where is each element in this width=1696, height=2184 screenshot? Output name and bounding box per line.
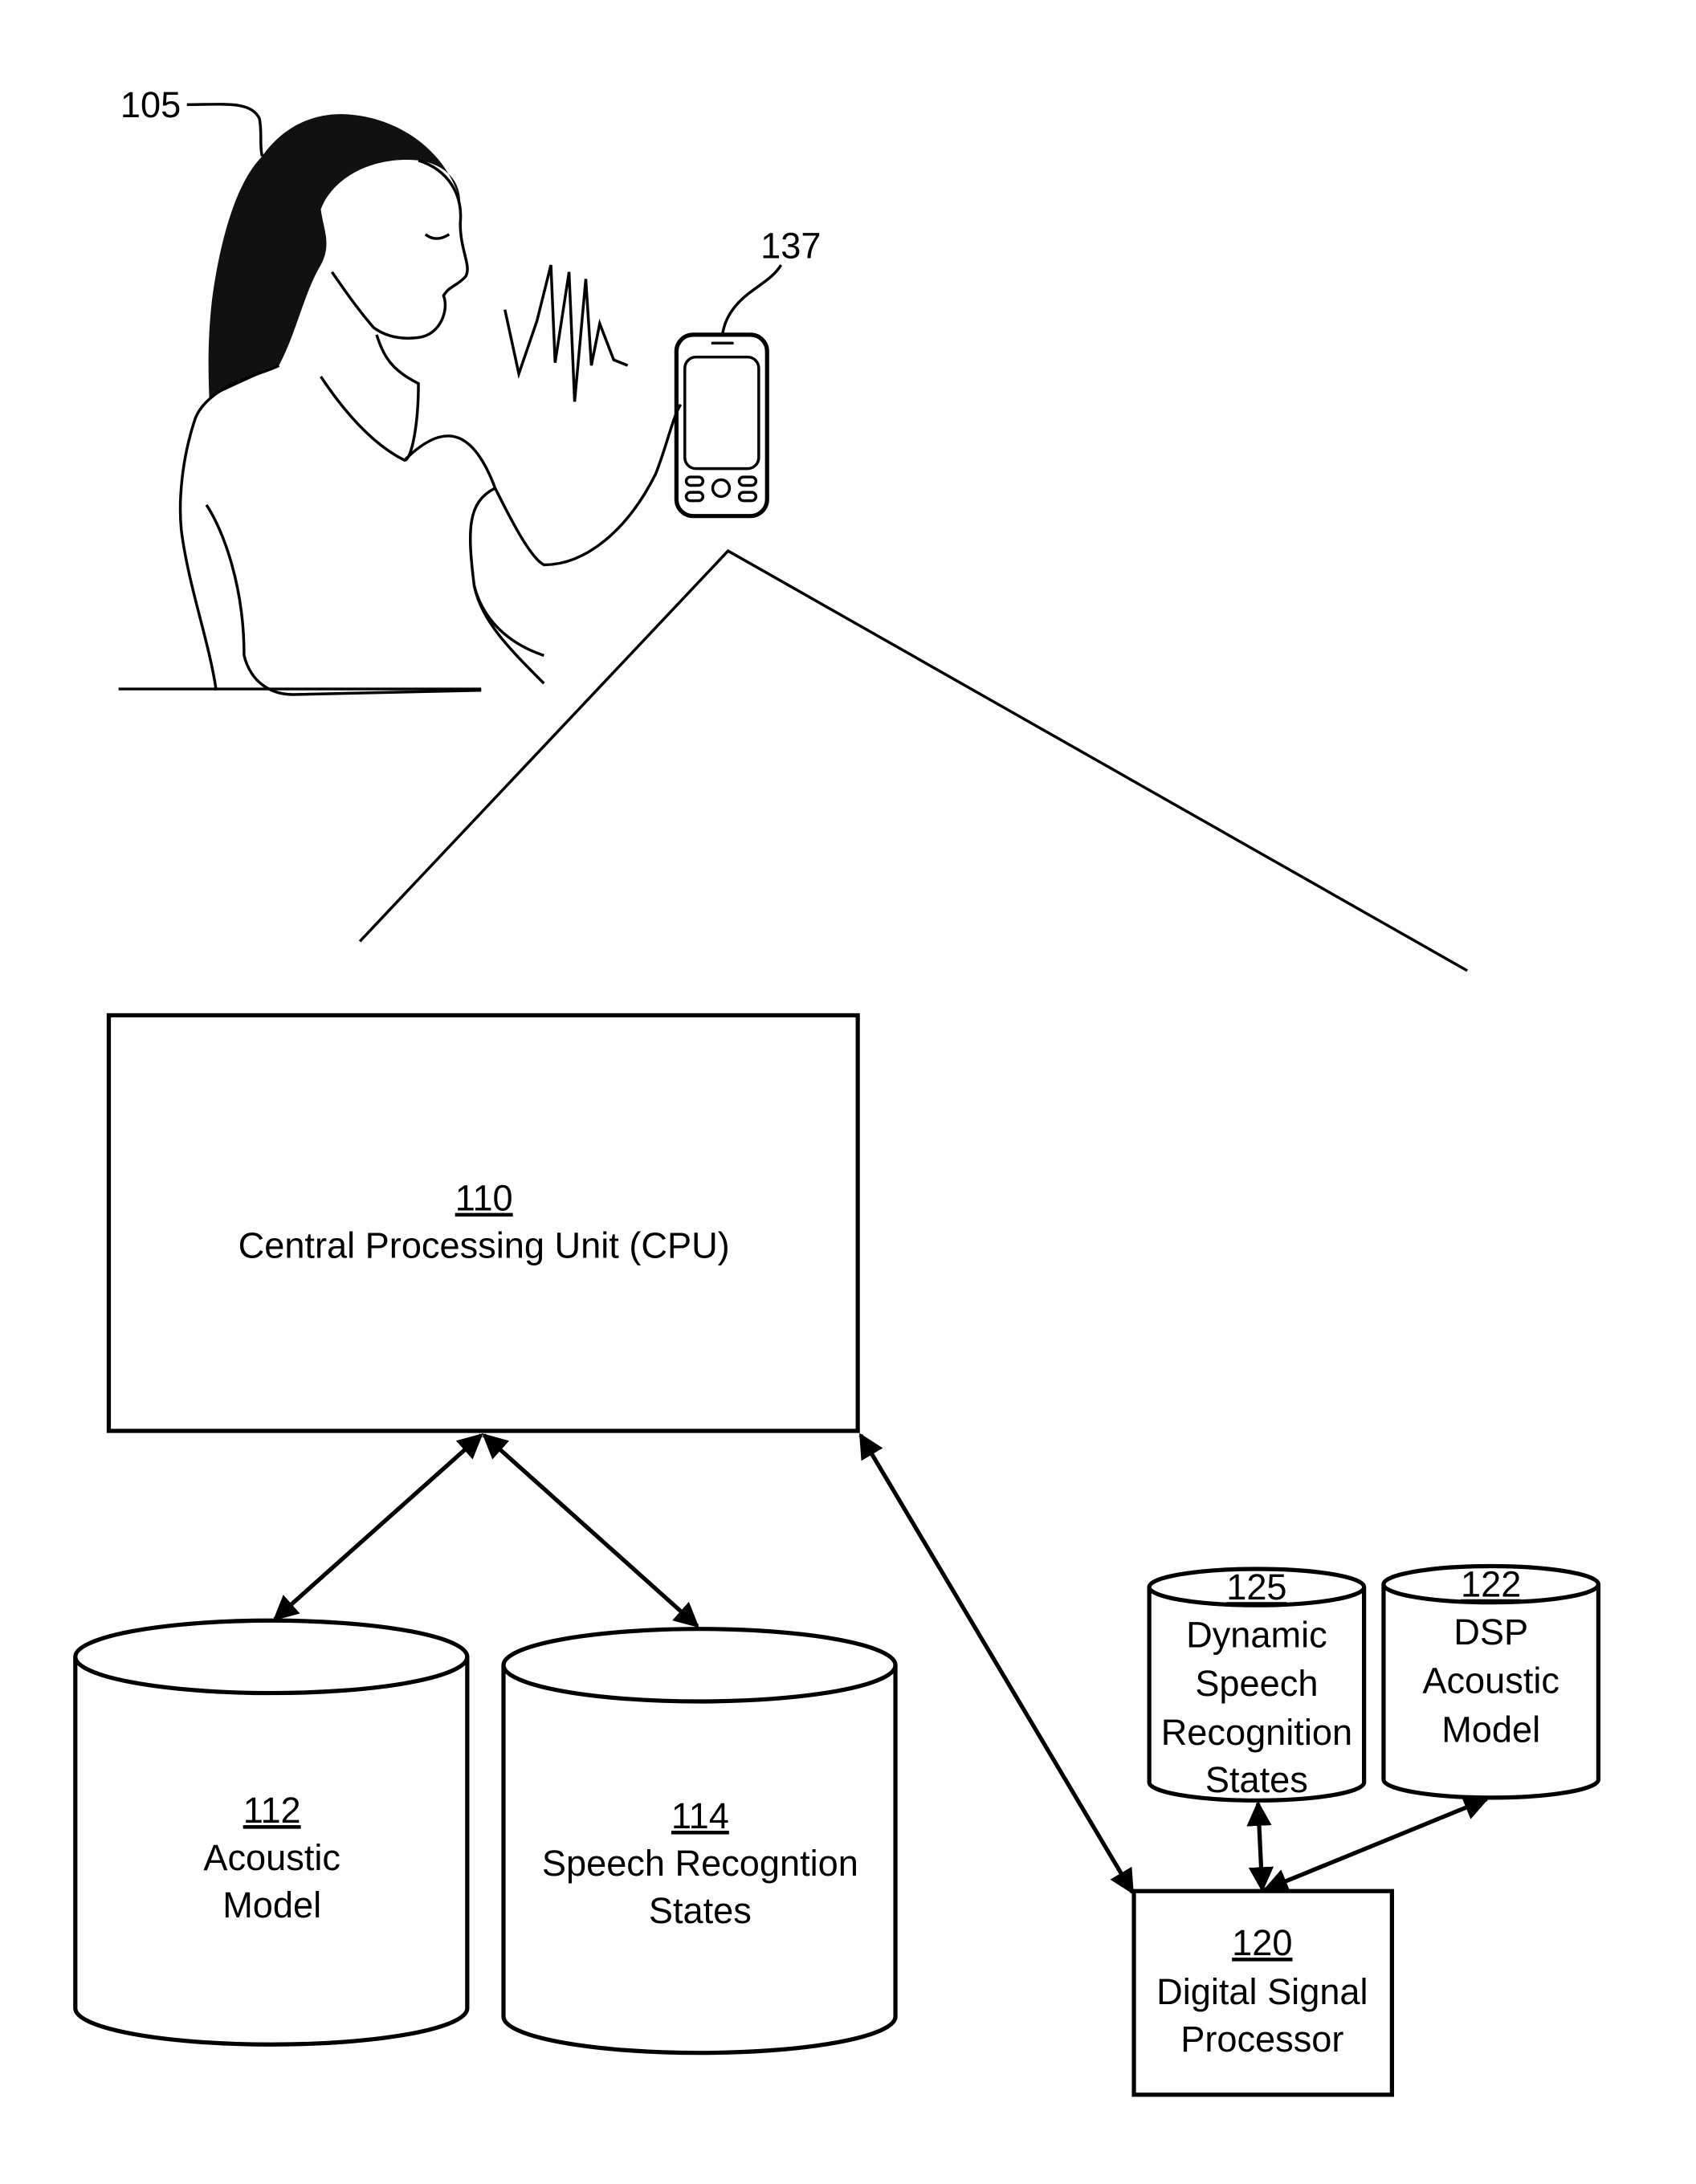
sound-wave-icon <box>505 265 628 401</box>
arm <box>405 405 681 656</box>
phone-ref-label: 137 <box>760 225 821 266</box>
zoom-lines <box>360 551 1467 971</box>
speech-states-label-2: States <box>649 1890 752 1931</box>
phone-screen <box>685 357 759 469</box>
speech-states-ref: 114 <box>671 1795 729 1836</box>
body <box>206 505 544 695</box>
acoustic-model-cylinder: 112 Acoustic Model <box>75 1620 467 2044</box>
phone-key <box>687 477 703 485</box>
cpu-ref: 110 <box>455 1178 513 1219</box>
dsp-acoustic-model-label-3: Model <box>1441 1709 1540 1750</box>
acoustic-model-label-1: Acoustic <box>203 1837 340 1878</box>
dynamic-states-ref: 125 <box>1226 1567 1286 1607</box>
dsp-acoustic-model-label-1: DSP <box>1453 1612 1528 1652</box>
hair <box>209 114 461 397</box>
arrow-dsp-acoustic-model-dsp <box>1265 1799 1486 1890</box>
dynamic-states-label-2: Speech <box>1195 1663 1318 1704</box>
dsp-label-2: Processor <box>1180 2019 1343 2060</box>
person-ref-label: 105 <box>120 84 181 125</box>
acoustic-model-label-2: Model <box>222 1885 321 1925</box>
arrow-cpu-speech-states <box>484 1435 698 1626</box>
phone-leader-line <box>723 265 781 335</box>
phone-key <box>740 477 756 485</box>
arrow-cpu-acoustic-model <box>275 1435 481 1619</box>
dsp-acoustic-model-label-2: Acoustic <box>1422 1660 1559 1701</box>
speech-states-cylinder: 114 Speech Recogntion States <box>503 1629 895 2053</box>
phone-button <box>713 480 730 497</box>
phone-key <box>687 492 703 500</box>
arrow-dynamic-states-dsp <box>1258 1803 1262 1890</box>
dynamic-states-cylinder: 125 Dynamic Speech Recognition States <box>1149 1567 1364 1800</box>
eye <box>426 234 450 238</box>
face-outline <box>332 161 467 338</box>
person-illustration: 105 <box>119 84 681 695</box>
person-leader-line <box>187 104 263 157</box>
dsp-ref: 120 <box>1232 1922 1292 1963</box>
dynamic-states-label-3: Recognition <box>1161 1712 1352 1753</box>
acoustic-model-ref: 112 <box>243 1790 301 1831</box>
phone-body <box>676 335 767 516</box>
cpu-label: Central Processing Unit (CPU) <box>238 1225 730 1266</box>
mobile-phone: 137 <box>676 225 821 515</box>
dsp-acoustic-model-cylinder: 122 DSP Acoustic Model <box>1384 1564 1598 1798</box>
phone-key <box>740 492 756 500</box>
dynamic-states-label-4: States <box>1205 1759 1308 1800</box>
speech-states-label-1: Speech Recogntion <box>542 1843 858 1884</box>
dsp-box: 120 Digital Signal Processor <box>1134 1891 1392 2095</box>
arrow-cpu-dsp <box>861 1435 1133 1893</box>
dsp-acoustic-model-ref: 122 <box>1461 1564 1521 1605</box>
cpu-box: 110 Central Processing Unit (CPU) <box>108 1015 858 1431</box>
dynamic-states-label-1: Dynamic <box>1186 1614 1327 1655</box>
dsp-label-1: Digital Signal <box>1156 1971 1368 2012</box>
